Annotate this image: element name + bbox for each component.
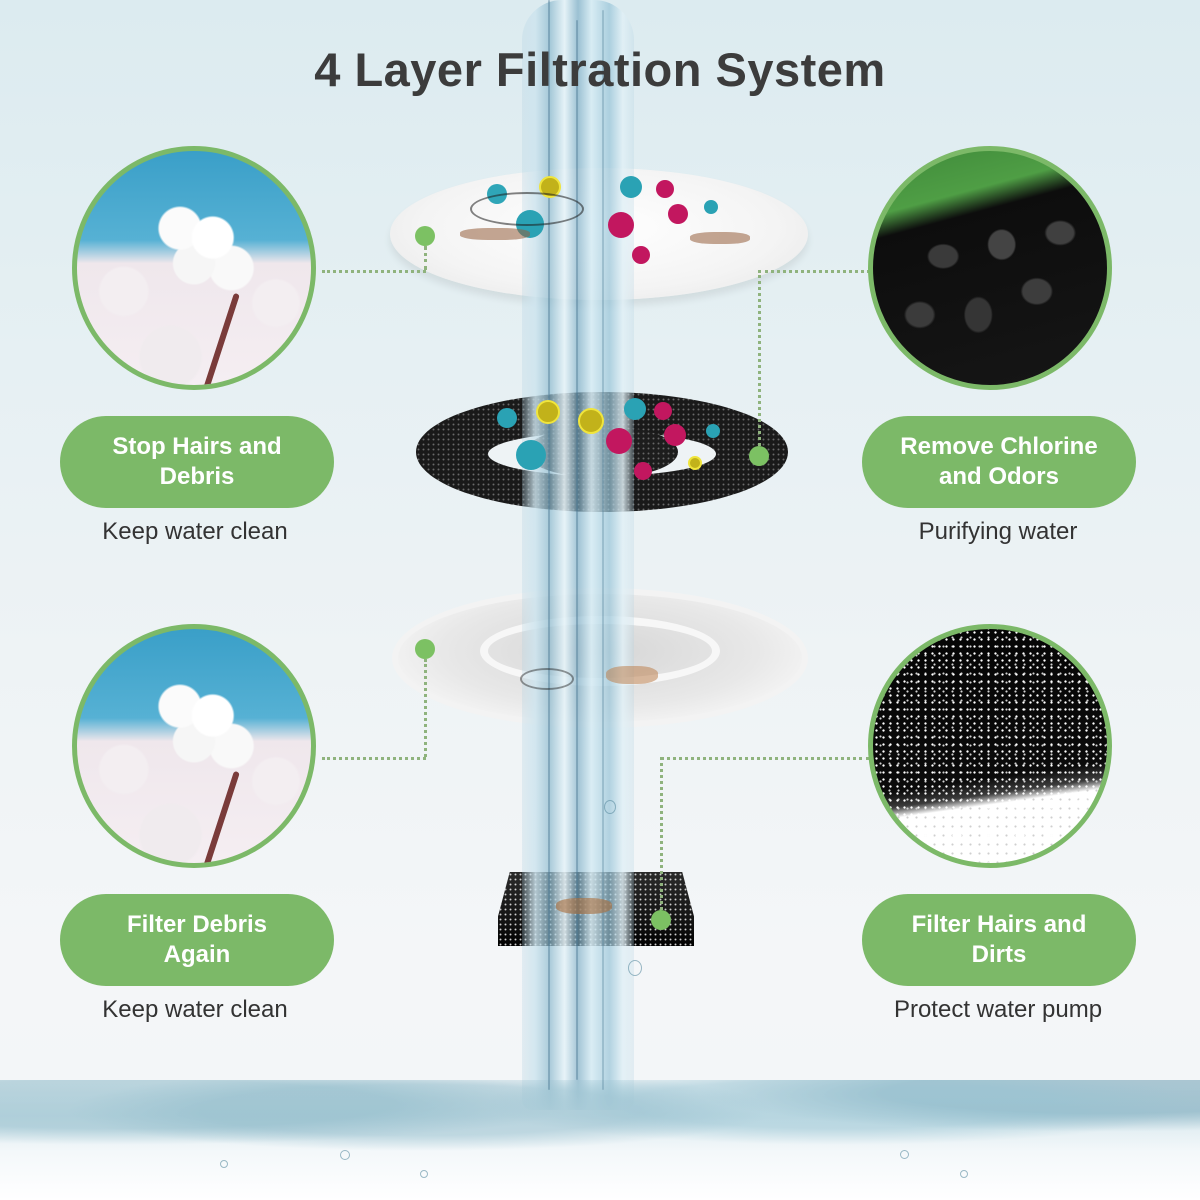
germ-icon — [536, 400, 560, 424]
connector-line — [424, 659, 427, 757]
water-bubble — [220, 1160, 228, 1168]
germ-icon — [704, 200, 718, 214]
water-bubble — [960, 1170, 968, 1178]
water-bubble — [628, 960, 642, 976]
activated-carbon-image — [868, 146, 1112, 390]
water-bubble — [340, 1150, 350, 1160]
connector-line — [322, 270, 426, 273]
cotton-stem — [200, 292, 240, 385]
layer-3-label-line1: Filter Debris — [126, 911, 268, 938]
germ-icon — [664, 424, 686, 446]
germ-icon — [668, 204, 688, 224]
layer-2-label-line2: and Odors — [938, 463, 1059, 490]
connector-line — [758, 270, 870, 273]
water-bubble — [604, 800, 616, 814]
layer-3-label-line2: Again — [163, 941, 231, 968]
germ-icon — [624, 398, 646, 420]
germ-icon — [634, 462, 652, 480]
germ-icon — [608, 212, 634, 238]
layer-1-subtitle: Keep water clean — [102, 518, 288, 545]
germ-icon — [578, 408, 604, 434]
layer-4-label-line2: Dirts — [971, 941, 1027, 968]
cotton-image — [72, 624, 316, 868]
connector-dot — [651, 910, 671, 930]
germ-icon — [688, 456, 702, 470]
layer-1-label-line2: Debris — [159, 463, 235, 490]
water-streak — [548, 0, 550, 1090]
connector-dot — [415, 639, 435, 659]
debris-icon — [556, 898, 612, 914]
germ-icon — [516, 440, 546, 470]
water-stream-illustration — [522, 0, 634, 1110]
germ-icon — [632, 246, 650, 264]
germ-icon — [706, 424, 720, 438]
layer-3-subtitle: Keep water clean — [102, 996, 288, 1023]
water-bubble — [900, 1150, 909, 1159]
layer-4-subtitle: Protect water pump — [893, 996, 1103, 1023]
cotton-stem — [200, 770, 240, 863]
water-streak — [602, 10, 604, 1090]
connector-line — [660, 757, 870, 760]
connector-line — [322, 757, 426, 760]
layer-2-subtitle: Purifying water — [918, 518, 1078, 545]
hair-icon — [470, 192, 584, 226]
germ-icon — [620, 176, 642, 198]
germ-icon — [654, 402, 672, 420]
layer-2-label-line1: Remove Chlorine — [900, 433, 1098, 460]
page-title: 4 Layer Filtration System — [314, 43, 886, 96]
layer-2-label-badge: Remove Chlorine and Odors — [862, 416, 1136, 508]
water-bubble — [420, 1170, 428, 1178]
layer-4-label-line1: Filter Hairs and — [911, 911, 1087, 938]
connector-line — [660, 757, 663, 910]
debris-icon — [606, 666, 658, 684]
germ-icon — [606, 428, 632, 454]
hair-icon — [520, 668, 574, 690]
debris-icon — [690, 232, 750, 244]
connector-line — [424, 246, 427, 270]
germ-icon — [656, 180, 674, 198]
water-streak — [576, 20, 578, 1080]
cotton-image — [72, 146, 316, 390]
layer-1-label-line1: Stop Hairs and — [112, 433, 282, 460]
connector-dot — [415, 226, 435, 246]
connector-dot — [749, 446, 769, 466]
debris-icon — [460, 228, 530, 240]
connector-line — [758, 270, 761, 446]
black-foam-image — [868, 624, 1112, 868]
germ-icon — [497, 408, 517, 428]
water-surface-splash — [0, 1080, 1200, 1200]
